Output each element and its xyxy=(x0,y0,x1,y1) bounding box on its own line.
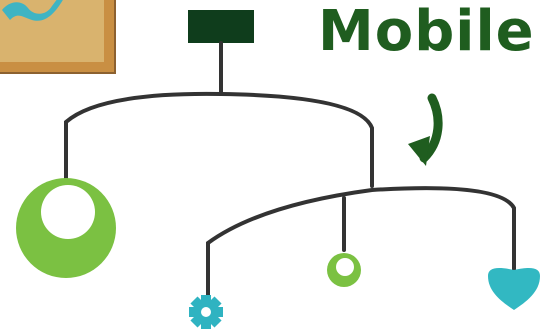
blue-gear-icon xyxy=(189,295,223,329)
small-green-ring-icon xyxy=(327,253,361,287)
large-green-ring-icon xyxy=(16,178,116,278)
blue-heart-icon xyxy=(488,268,540,310)
lower-arm xyxy=(208,188,514,297)
diagram-title: Mobile xyxy=(318,4,535,60)
top-arm xyxy=(66,94,372,186)
ceiling-block-icon xyxy=(188,10,254,43)
mobile-rods xyxy=(66,43,514,297)
curved-down-arrow-icon xyxy=(408,98,438,166)
picture-frame-icon xyxy=(0,0,115,73)
